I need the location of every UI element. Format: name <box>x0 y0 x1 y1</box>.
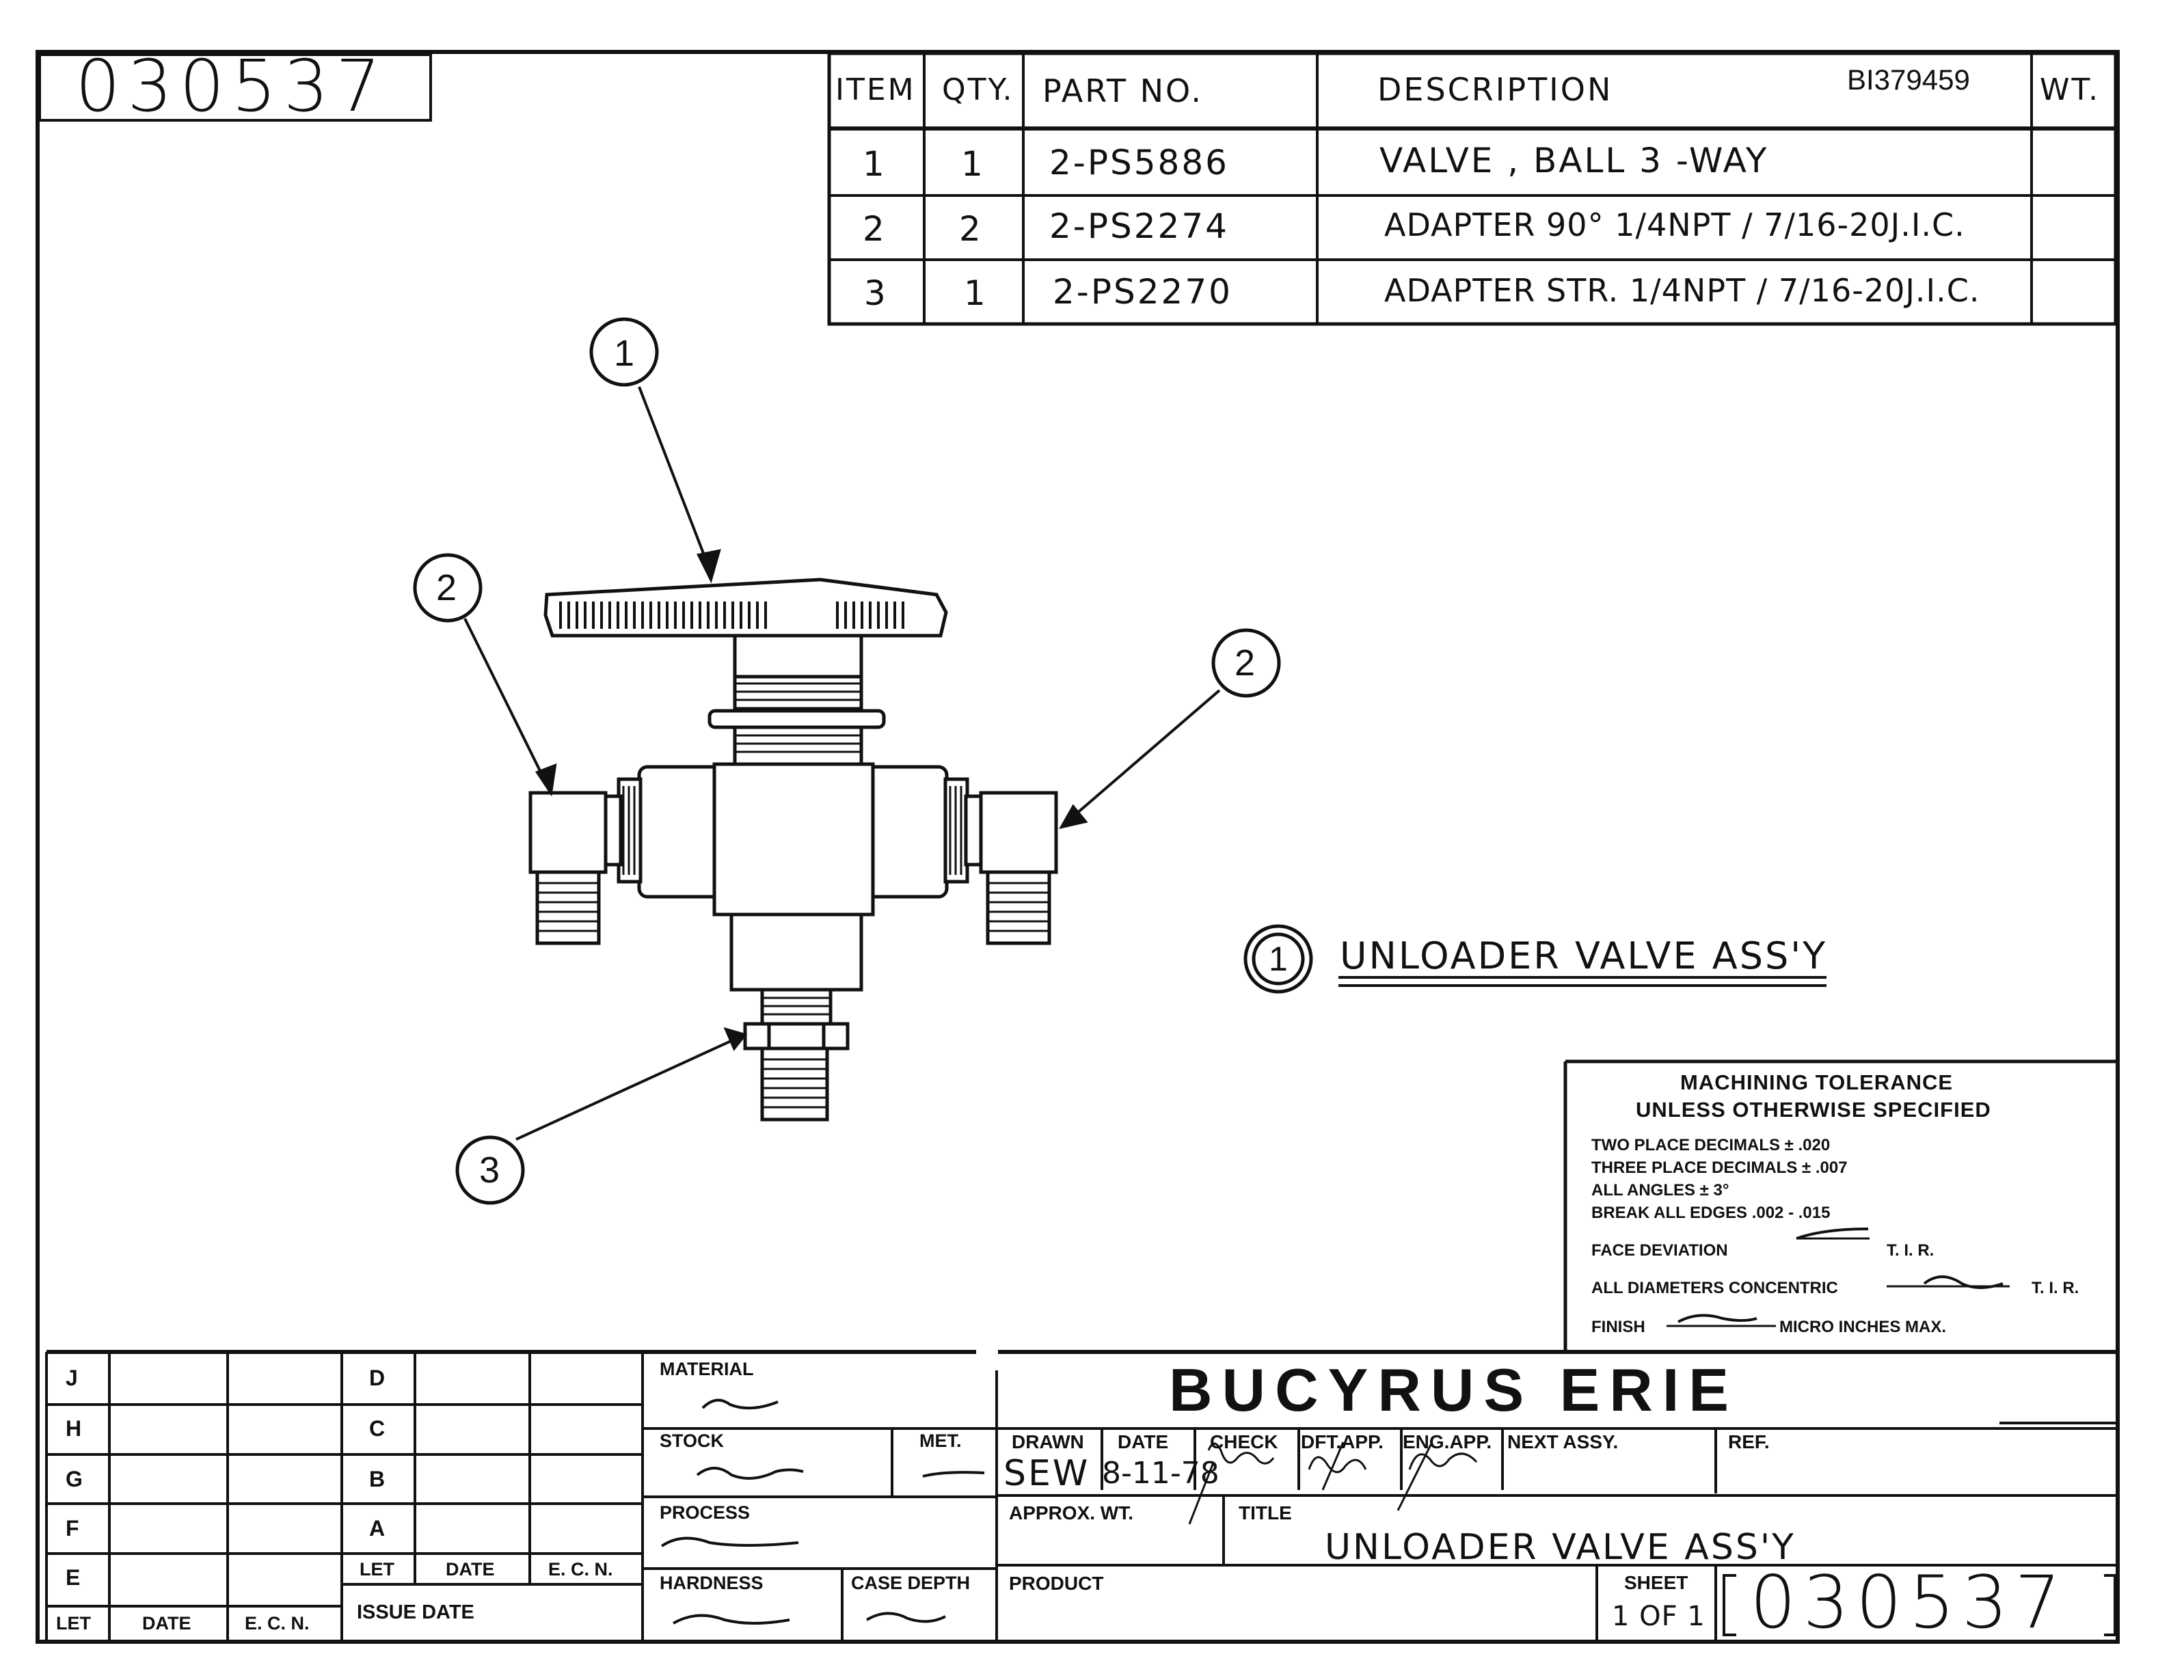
bom-ref-code: BI379459 <box>1847 64 1970 96</box>
process-label: PROCESS <box>660 1502 751 1523</box>
bom-header-description: DESCRIPTION <box>1377 71 1613 108</box>
date-label: DATE <box>1118 1431 1169 1452</box>
tolerance-line-3: ALL ANGLES ± 3° <box>1591 1181 1729 1200</box>
rev-left-h: H <box>66 1416 82 1441</box>
bom-header-item: ITEM <box>835 72 916 107</box>
bom-row-1-description: VALVE , BALL 3 -WAY <box>1379 141 1769 180</box>
bom-row-2-part-no: 2-PS2274 <box>1049 206 1229 246</box>
sheet-label: SHEET <box>1624 1572 1688 1593</box>
eng-app-label: ENG.APP. <box>1403 1431 1492 1452</box>
bom-header-qty: QTY. <box>942 72 1014 107</box>
date-value: 8-11-78 <box>1102 1456 1219 1491</box>
drawing-number-box-bottom <box>1723 1574 2116 1636</box>
bom-row-3-part-no: 2-PS2270 <box>1053 272 1232 312</box>
material-label: MATERIAL <box>660 1359 754 1379</box>
ref-label: REF. <box>1728 1431 1770 1452</box>
title-label: TITLE <box>1239 1502 1292 1523</box>
tolerance-diam-tir: T. I. R. <box>2032 1279 2079 1297</box>
bom-row-2-qty: 2 <box>959 209 983 249</box>
tolerance-face-tir: T. I. R. <box>1887 1241 1934 1260</box>
drawn-label: DRAWN <box>1012 1431 1084 1452</box>
tolerance-diam-label: ALL DIAMETERS CONCENTRIC <box>1591 1279 1838 1297</box>
tolerance-title-1: MACHINING TOLERANCE <box>1680 1070 1954 1094</box>
bottom-blocks-lines <box>45 1350 2116 1642</box>
ball-valve-drawing <box>528 578 1058 1122</box>
bom-table-lines <box>827 51 2118 326</box>
rev-left-footer-date: DATE <box>142 1613 191 1634</box>
rev-right-a: A <box>369 1516 386 1541</box>
bom-header-part-no: PART NO. <box>1042 72 1203 109</box>
company-name: BUCYRUS ERIE <box>1169 1356 1738 1424</box>
issue-date-label: ISSUE DATE <box>357 1601 474 1623</box>
balloon-circles <box>413 317 1313 1205</box>
bom-header-wt: WT. <box>2040 72 2101 107</box>
check-label: CHECK <box>1210 1431 1278 1452</box>
rev-left-e: E <box>66 1565 81 1590</box>
rev-right-footer-ecn: E. C. N. <box>548 1559 613 1580</box>
next-assy-label: NEXT ASSY. <box>1507 1431 1619 1452</box>
title-value: UNLOADER VALVE ASS'Y <box>1325 1527 1796 1568</box>
assembly-label-underline <box>1338 976 1826 987</box>
drawing-number-top: 030537 <box>75 44 388 128</box>
bom-row-2-item: 2 <box>863 209 887 249</box>
rev-right-footer-date: DATE <box>446 1559 495 1580</box>
case-depth-label: CASE DEPTH <box>851 1573 971 1593</box>
rev-left-f: F <box>66 1516 79 1541</box>
bom-row-3-item: 3 <box>864 273 888 313</box>
balloon-2-right: 2 <box>1235 642 1256 683</box>
signatures <box>1188 1441 1478 1525</box>
drawing-number-bottom: 030537 <box>1750 1560 2068 1644</box>
balloon-1: 1 <box>614 333 635 374</box>
tolerance-line-2: THREE PLACE DECIMALS ± .007 <box>1591 1159 1848 1177</box>
tolerance-line-4: BREAK ALL EDGES .002 - .015 <box>1591 1204 1831 1222</box>
bom-row-3-qty: 1 <box>964 273 988 313</box>
rev-left-footer-ecn: E. C. N. <box>245 1613 310 1634</box>
tolerance-finish-label: FINISH <box>1591 1318 1645 1336</box>
rev-left-j: J <box>66 1366 78 1390</box>
assembly-label-balloon: 1 <box>1269 940 1288 978</box>
drawn-value: SEW <box>1003 1453 1090 1494</box>
rev-right-footer-let: LET <box>360 1559 394 1580</box>
product-label: PRODUCT <box>1009 1573 1104 1594</box>
bom-row-3-description: ADAPTER STR. 1/4NPT / 7/16-20J.I.C. <box>1384 272 1980 309</box>
tolerance-line-1: TWO PLACE DECIMALS ± .020 <box>1591 1136 1831 1154</box>
sheet-value: 1 OF 1 <box>1612 1601 1706 1632</box>
balloon-3: 3 <box>479 1150 500 1191</box>
met-label: MET. <box>919 1431 962 1451</box>
dft-app-label: DFT.APP. <box>1301 1431 1384 1452</box>
bom-row-2-description: ADAPTER 90° 1/4NPT / 7/16-20J.I.C. <box>1384 206 1965 243</box>
bom-row-1-part-no: 2-PS5886 <box>1049 143 1229 182</box>
leader-lines <box>463 386 1221 1141</box>
bom-row-1-item: 1 <box>863 144 887 184</box>
rev-left-footer-let: LET <box>56 1613 91 1634</box>
hardness-label: HARDNESS <box>660 1573 764 1593</box>
approx-wt-label: APPROX. WT. <box>1009 1502 1134 1523</box>
rev-left-g: G <box>66 1467 83 1491</box>
blank-squiggles <box>660 1228 2004 1625</box>
bom-row-1-qty: 1 <box>961 144 985 184</box>
assembly-label-text: UNLOADER VALVE ASS'Y <box>1340 934 1828 977</box>
rev-right-c: C <box>369 1416 386 1441</box>
rev-right-b: B <box>369 1467 386 1491</box>
stock-label: STOCK <box>660 1431 725 1451</box>
drawing-number-box-top <box>38 53 432 122</box>
tolerance-title-2: UNLESS OTHERWISE SPECIFIED <box>1636 1098 1991 1122</box>
tolerance-face-label: FACE DEVIATION <box>1591 1241 1728 1260</box>
rev-right-d: D <box>369 1366 386 1390</box>
tolerance-finish-max: MICRO INCHES MAX. <box>1779 1318 1947 1336</box>
balloon-2-left: 2 <box>436 567 457 608</box>
